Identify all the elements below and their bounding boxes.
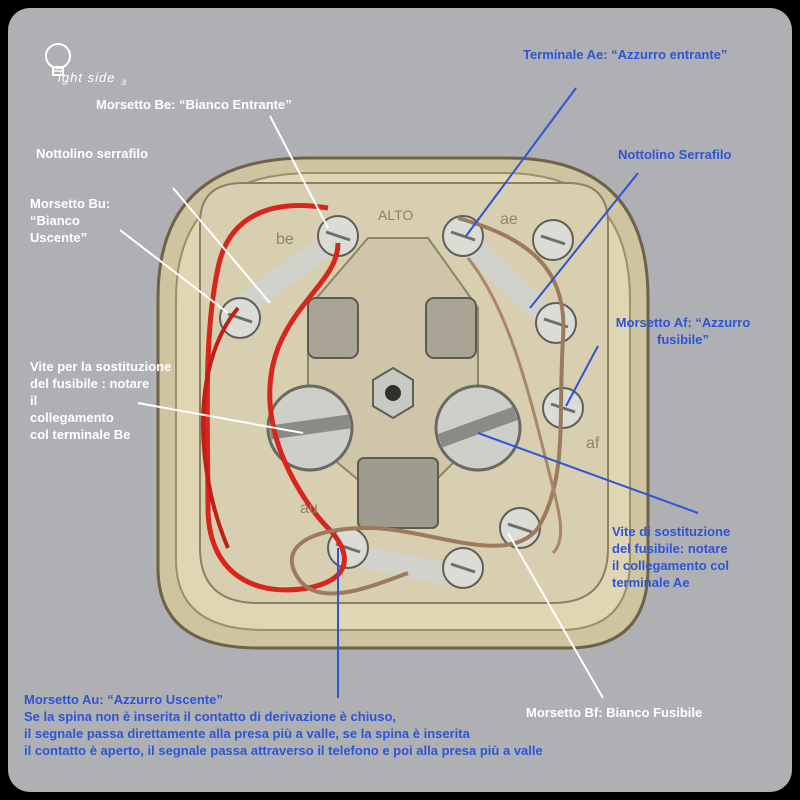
leader-nottolino-left xyxy=(172,187,271,304)
label-nottolino-left: Nottolino serrafilo xyxy=(36,146,148,161)
light-bulb-icon xyxy=(45,43,71,76)
fuse-screw-right xyxy=(434,384,522,472)
label-terminale-ae: Terminale Ae: “Azzurro entrante” xyxy=(523,47,728,62)
label-morsetto-bu: Morsetto Bu: “Bianco Uscente” xyxy=(30,196,111,245)
brown-wire xyxy=(290,216,566,596)
label-morsetto-bf: Morsetto Bf: Bianco Fusibile xyxy=(526,705,703,720)
leader-af xyxy=(565,345,599,407)
contact-right xyxy=(425,297,477,359)
terminal-strip-be xyxy=(227,227,349,319)
leader-bf xyxy=(507,532,604,699)
socket-photo: ALTO be ae af au xyxy=(156,156,650,650)
label-nottolino-right: Nottolino Serrafilo xyxy=(618,147,732,162)
fuse-screw-left xyxy=(266,384,354,472)
leader-bu xyxy=(119,229,229,314)
label-morsetto-au: Morsetto Au: “Azzurro Uscente” Se la spi… xyxy=(24,692,543,758)
leader-be xyxy=(269,115,329,229)
leader-lines xyxy=(119,87,699,699)
label-morsetto-af: Morsetto Af: “Azzurro fusibile” xyxy=(615,315,751,347)
marking-af: af xyxy=(586,435,600,452)
marking-ae: ae xyxy=(500,211,518,228)
leader-ae xyxy=(465,87,577,237)
label-morsetto-be: Morsetto Be: “Bianco Entrante” xyxy=(96,97,292,112)
marking-alto: ALTO xyxy=(378,207,413,223)
logo-text: ight side xyxy=(58,70,116,85)
leader-vite-right xyxy=(477,432,699,514)
marking-au: au xyxy=(300,500,318,517)
leader-nottolino-right xyxy=(529,172,639,309)
label-vite-left: Vite per la sostituzione del fusibile : … xyxy=(30,359,172,442)
leader-vite-left xyxy=(137,402,304,434)
logo-tld: .it xyxy=(120,78,127,87)
contact-bottom xyxy=(357,457,439,529)
marking-be: be xyxy=(276,231,294,248)
image-frame: ALTO be ae af au ight side .it Morsetto … xyxy=(8,8,792,792)
contact-left xyxy=(307,297,359,359)
label-vite-right: Vite di sostituzione del fusibile: notar… xyxy=(612,524,731,590)
red-wire xyxy=(204,203,347,593)
